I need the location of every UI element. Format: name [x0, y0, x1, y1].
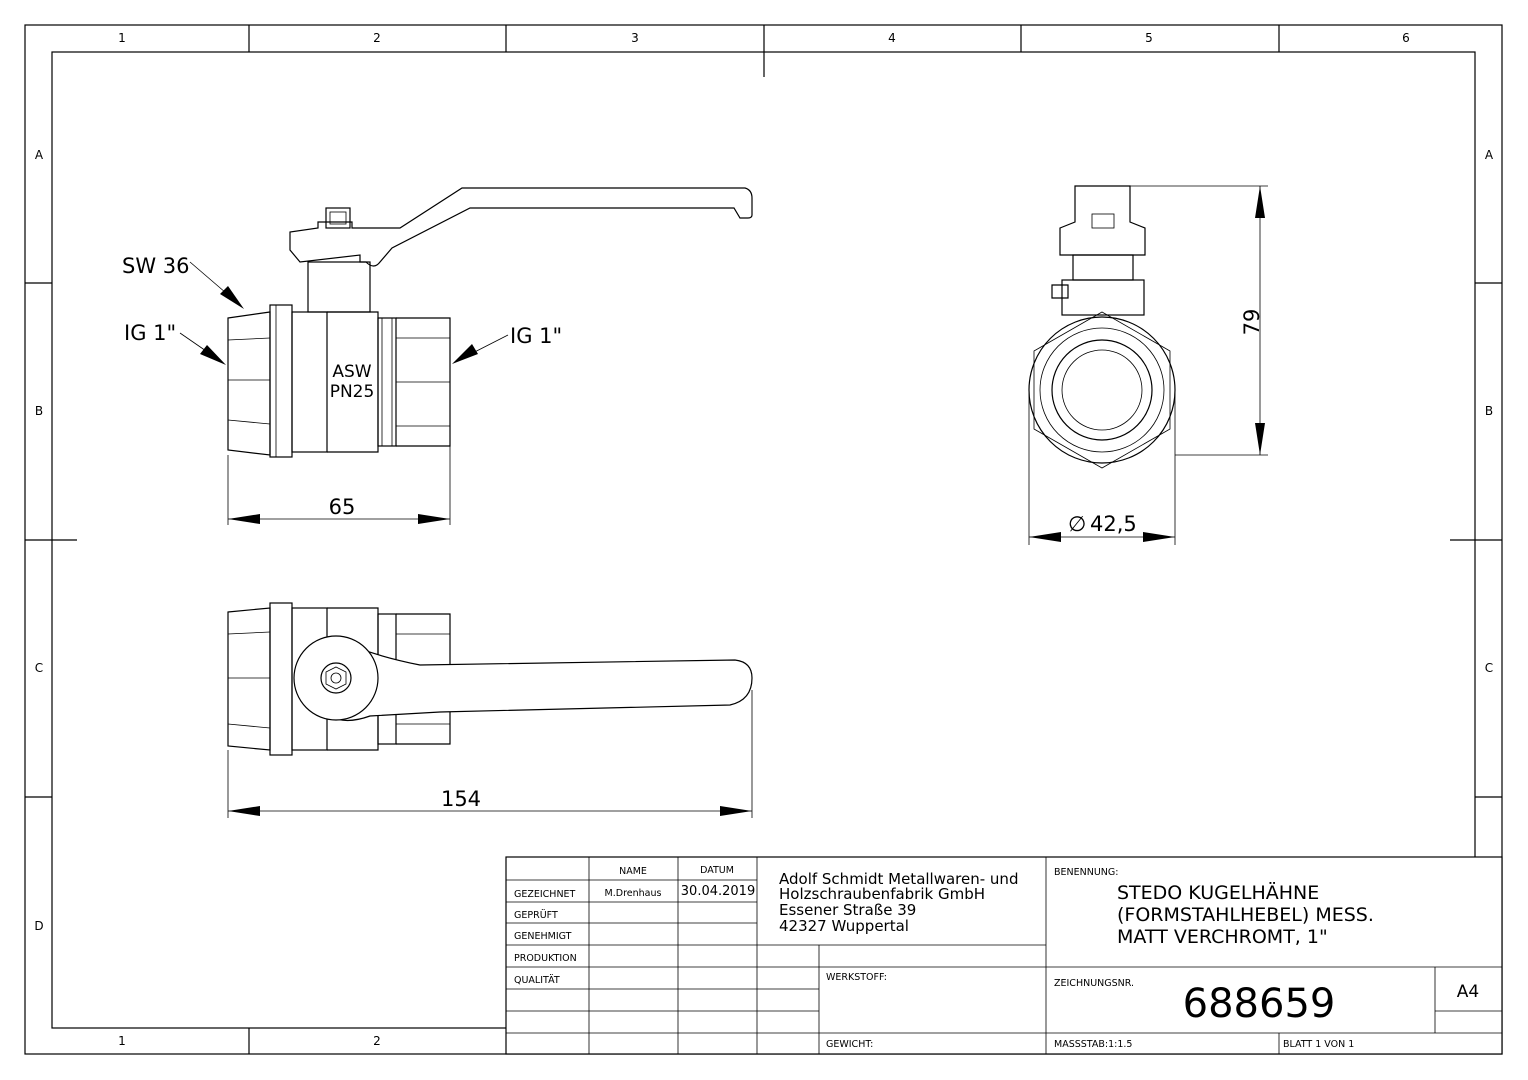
side-view: 79 ∅ 42,5: [1028, 185, 1268, 545]
top-view: 154: [227, 602, 753, 818]
zone-labels: 1 2 3 4 5 6 1 2 A B C D A B C: [34, 31, 1494, 1048]
thread-right-label: IG 1": [510, 324, 562, 348]
benennung-line-1: STEDO KUGELHÄHNE: [1117, 881, 1319, 904]
zone-col-5: 5: [1145, 31, 1153, 45]
drawn-by-name: M.Drenhaus: [605, 888, 662, 899]
zone-col-2: 2: [373, 31, 381, 45]
benennung-line-3: MATT VERCHROMT, 1": [1117, 926, 1328, 948]
title-block: NAME DATUM GEZEICHNET GEPRÜFT GENEHMIGT …: [505, 856, 1503, 1055]
zone-row-a: A: [35, 148, 44, 162]
dimension-total-154: 154: [441, 787, 481, 811]
zone-row-d: D: [34, 919, 43, 933]
zone-row-b-right: B: [1485, 404, 1493, 418]
sheet-count: BLATT 1 VON 1: [1283, 1039, 1354, 1050]
front-view: ASW PN25 SW 36 IG 1" IG 1" 65: [122, 187, 753, 525]
zeichnungsnr-label: ZEICHNUNGSNR.: [1054, 978, 1134, 989]
zone-col-2-bottom: 2: [373, 1034, 381, 1048]
row-label-gezeichnet: GEZEICHNET: [514, 889, 576, 900]
dimension-length-65: 65: [329, 495, 356, 519]
werkstoff-label: WERKSTOFF:: [826, 972, 887, 983]
company-line-2: Holzschraubenfabrik GmbH: [779, 885, 985, 903]
thread-left-label: IG 1": [124, 321, 176, 345]
body-marking-pn25: PN25: [330, 382, 375, 402]
zone-col-1: 1: [118, 31, 126, 45]
wrench-size-label: SW 36: [122, 254, 190, 278]
diameter-symbol: ∅: [1068, 512, 1086, 536]
row-label-geprueft: GEPRÜFT: [514, 910, 558, 921]
benennung-line-2: (FORMSTAHLHEBEL) MESS.: [1117, 904, 1374, 926]
dimension-diameter-42-5: 42,5: [1090, 512, 1137, 536]
drawn-date: 30.04.2019: [681, 884, 755, 899]
zone-col-6: 6: [1402, 31, 1410, 45]
zone-row-a-right: A: [1485, 148, 1494, 162]
sheet-format: A4: [1457, 982, 1479, 1002]
row-label-produktion: PRODUKTION: [514, 953, 577, 964]
date-column-header: DATUM: [700, 865, 734, 876]
zone-row-c: C: [35, 661, 43, 675]
zone-col-3: 3: [631, 31, 639, 45]
benennung-label: BENENNUNG:: [1054, 867, 1118, 878]
zone-row-c-right: C: [1485, 661, 1493, 675]
company-line-4: 42327 Wuppertal: [779, 917, 909, 935]
company-line-3: Essener Straße 39: [779, 901, 916, 919]
zone-row-b: B: [35, 404, 43, 418]
name-column-header: NAME: [619, 866, 647, 877]
row-label-genehmigt: GENEHMIGT: [514, 931, 572, 942]
drawing-number: 688659: [1183, 981, 1336, 1027]
scale-label: MASSSTAB:1:1.5: [1054, 1039, 1132, 1050]
body-marking-asw: ASW: [332, 362, 371, 382]
row-label-qualitaet: QUALITÄT: [514, 975, 560, 986]
gewicht-label: GEWICHT:: [826, 1039, 873, 1050]
company-line-1: Adolf Schmidt Metallwaren- und: [779, 870, 1018, 888]
zone-col-4: 4: [888, 31, 896, 45]
zone-col-1-bottom: 1: [118, 1034, 126, 1048]
dimension-height-79: 79: [1240, 309, 1264, 336]
